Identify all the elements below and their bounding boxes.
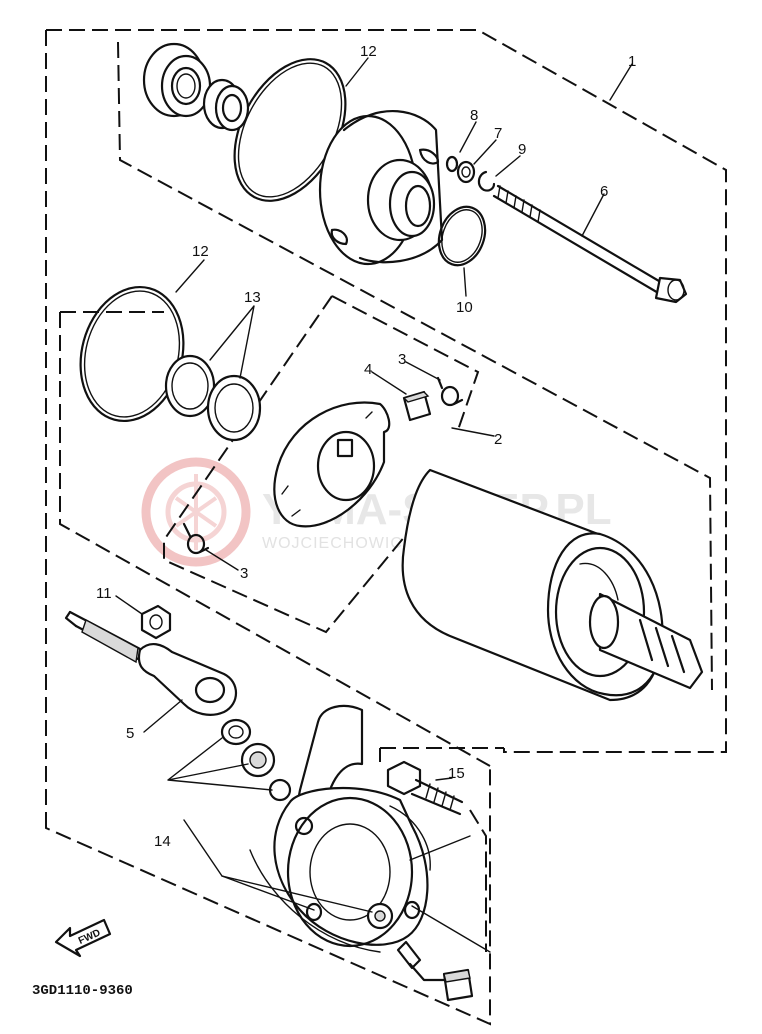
nut-11	[140, 604, 172, 640]
washer-7	[456, 160, 476, 184]
bolt-15	[386, 760, 464, 816]
spring-3-top	[436, 376, 464, 407]
callout-3-lower: 3	[240, 565, 248, 582]
fwd-arrow-icon: FWD	[54, 918, 112, 958]
callout-6: 6	[600, 183, 608, 200]
oil-seal	[202, 78, 250, 132]
assembly-boundaries	[45, 29, 727, 1026]
lower-brush-lead	[396, 940, 474, 1002]
callout-12-lower: 12	[192, 243, 209, 260]
clip-8	[445, 155, 459, 173]
callout-8: 8	[470, 107, 478, 124]
callout-2: 2	[494, 431, 502, 448]
callout-15: 15	[448, 765, 465, 782]
lead-wire-5	[64, 610, 238, 716]
rear-cover	[249, 704, 431, 953]
callout-3-top: 3	[398, 351, 406, 368]
o-ring-10	[437, 205, 487, 267]
spring-3-lower	[182, 522, 210, 555]
callout-11: 11	[96, 585, 112, 602]
callouts: 1 2 3 3 4 5 6 7 8 9 10 11 12 12 13 14 15	[96, 43, 636, 850]
washers-13	[164, 354, 262, 442]
drawing-code: 3GD1110-9360	[32, 983, 133, 999]
callout-1: 1	[628, 53, 636, 70]
washers-14	[220, 718, 292, 802]
yamaha-logo-icon	[141, 457, 251, 567]
callout-13: 13	[244, 289, 261, 306]
front-cover	[318, 109, 444, 266]
leader-lines	[115, 57, 633, 953]
callout-10: 10	[456, 299, 473, 316]
callout-9: 9	[518, 141, 526, 158]
bearing	[142, 42, 212, 118]
callout-5: 5	[126, 725, 134, 742]
callout-12-top: 12	[360, 43, 377, 60]
callout-4: 4	[364, 361, 372, 378]
circlip-9	[477, 170, 496, 192]
yoke-body	[401, 468, 704, 702]
brush-plate-2	[273, 401, 391, 528]
callout-7: 7	[494, 125, 502, 142]
through-bolt-6	[492, 184, 688, 304]
callout-14: 14	[154, 833, 171, 850]
brush-4	[402, 390, 432, 422]
